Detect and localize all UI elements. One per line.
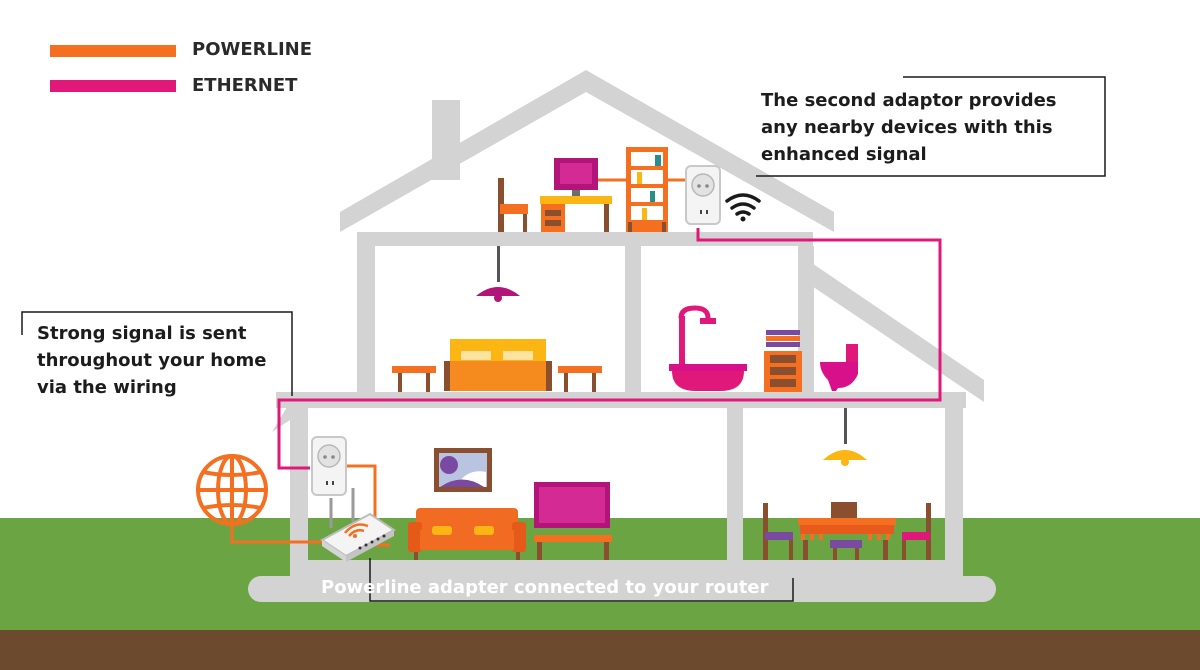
callout-line: via the wiring	[37, 377, 177, 398]
callout-strong-signal: Strong signal is sent throughout your ho…	[37, 320, 266, 401]
callout-line: Strong signal is sent	[37, 323, 247, 344]
attic-bookshelf	[626, 147, 668, 232]
legend-powerline-label: POWERLINE	[192, 39, 313, 60]
attic-desk	[540, 196, 612, 232]
callout-router: Powerline adapter connected to your rout…	[321, 577, 769, 598]
sofa	[408, 508, 526, 560]
legend-powerline-line	[50, 45, 176, 57]
callout-line: any nearby devices with this	[761, 117, 1053, 138]
bedside-table-left	[392, 366, 436, 392]
globe-icon	[196, 454, 268, 526]
powerline-adapter-icon	[311, 436, 347, 496]
powerline-adapter-icon	[685, 165, 721, 225]
dining-ceiling-lamp	[823, 408, 867, 466]
callout-brackets	[21, 76, 1106, 602]
attic-chair	[498, 178, 528, 232]
router-icon	[320, 488, 396, 562]
callout-second-adaptor: The second adaptor provides any nearby d…	[761, 87, 1057, 168]
legend-ethernet-label: ETHERNET	[192, 75, 298, 96]
callout-line: enhanced signal	[761, 144, 927, 165]
soil	[0, 630, 1200, 670]
toilet	[820, 344, 858, 391]
bed	[444, 339, 552, 391]
bedroom-ceiling-lamp	[476, 246, 520, 302]
wall-painting	[434, 448, 492, 492]
wifi-icon	[725, 193, 761, 222]
bathroom-cabinet	[764, 330, 802, 392]
callout-line: The second adaptor provides	[761, 90, 1057, 111]
dining-set	[763, 502, 931, 560]
callout-line: throughout your home	[37, 350, 267, 371]
computer-monitor	[554, 158, 598, 196]
legend-ethernet-line	[50, 80, 176, 92]
television	[534, 482, 612, 560]
bedside-table-right	[558, 366, 602, 392]
ethernet-wire	[277, 228, 942, 470]
bathtub	[669, 305, 747, 391]
